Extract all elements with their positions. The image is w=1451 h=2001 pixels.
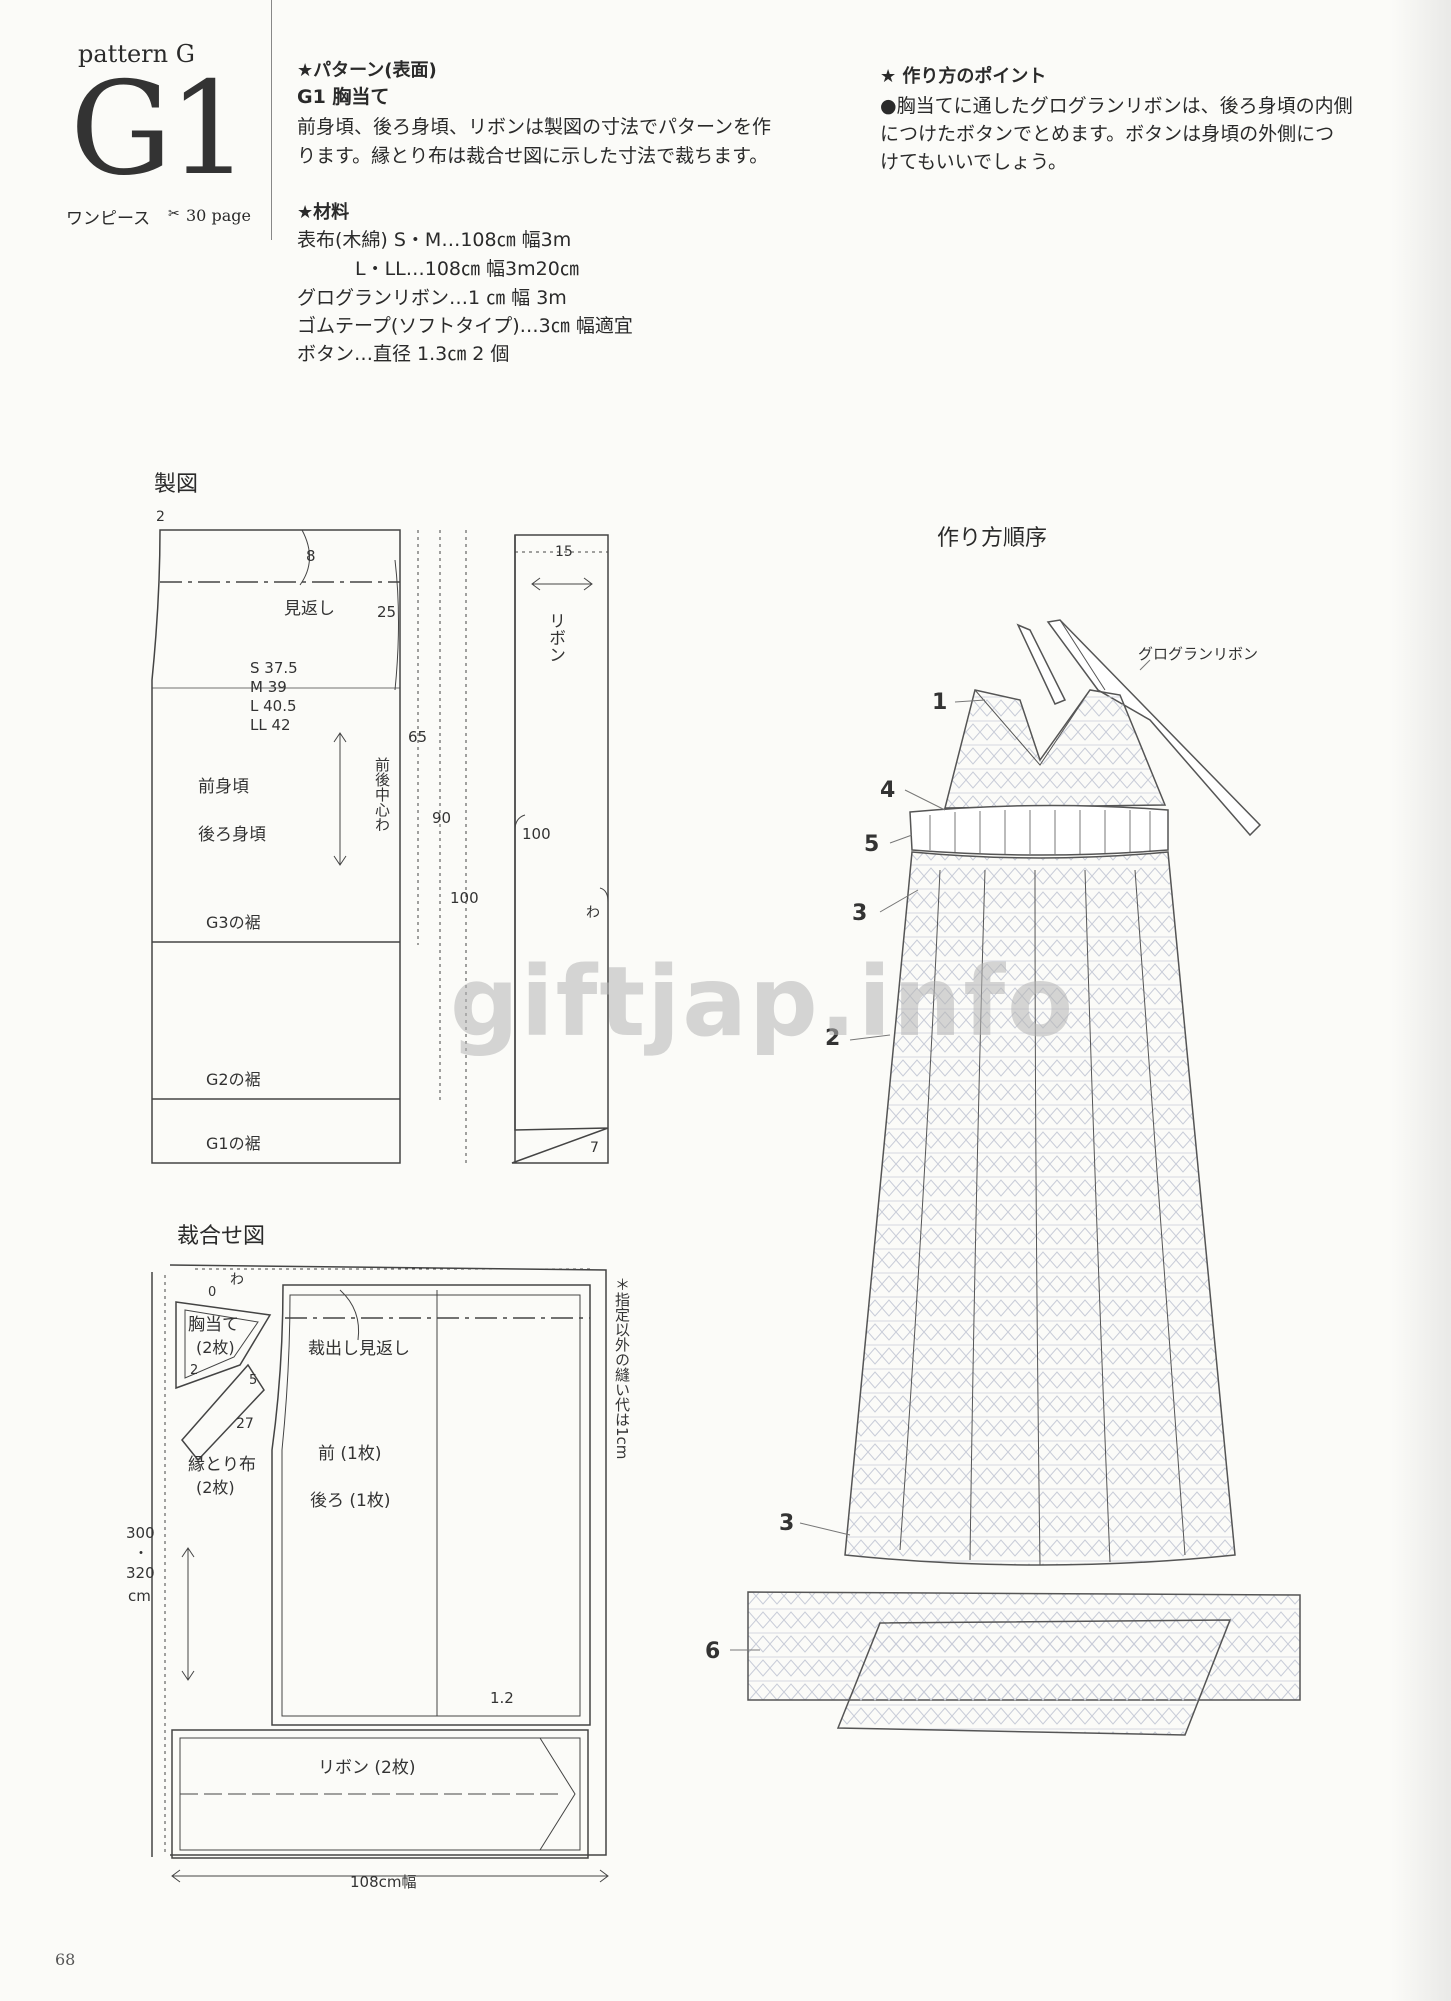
fabric-width-label: 108cm幅 [350, 1873, 417, 1891]
top-offset-label: 2 [156, 509, 165, 525]
materials-heading: ★材料 [297, 202, 350, 223]
cutting-title: 裁合せ図 [177, 1224, 266, 1249]
material-line: ゴムテープ(ソフトタイプ)…3㎝ 幅適宜 [297, 315, 633, 337]
hanger-icon: ✂ [168, 206, 180, 222]
ribbon-end-label: 7 [590, 1140, 599, 1156]
bib-label: 胸当て [188, 1315, 239, 1335]
size-m-label: M 39 [250, 678, 287, 696]
size-ll-label: LL 42 [250, 716, 291, 734]
length-dot: ・ [134, 1546, 148, 1562]
front-piece-label: 前 (1枚) [318, 1444, 381, 1464]
center-fold-label: 前後中心わ [373, 757, 391, 832]
len-65-label: 65 [408, 728, 427, 746]
pattern-text-2: ります。縁とり布は裁合せ図に示した寸法で裁ちます。 [297, 145, 769, 167]
facing-label: 見返し [284, 599, 335, 619]
bib-count-label: (2枚) [196, 1338, 235, 1357]
seam-note: ＊指定以外の縫い代は1cm [613, 1277, 631, 1459]
size-l-label: L 40.5 [250, 697, 297, 715]
pattern-heading: ★パターン(表面) [297, 60, 437, 81]
subtitle: ワンピース [66, 209, 151, 229]
step-2-label: 2 [825, 1026, 840, 1051]
steps-title: 作り方順序 [937, 526, 1048, 551]
page-edge-shadow [1391, 0, 1451, 2001]
ribbon-piece-label: リボン (2枚) [318, 1758, 415, 1778]
ribbon-label: リボン [545, 612, 565, 663]
step-3b-label: 3 [779, 1511, 794, 1536]
points-line: けてもいいでしょう。 [880, 151, 1067, 173]
points-line: ●胸当てに通したグログランリボンは、後ろ身頃の内側 [880, 95, 1353, 117]
grosgrain-ribbon-label: グログランリボン [1138, 645, 1258, 663]
watermark: giftjap.info [450, 946, 1076, 1058]
step-6-label: 6 [705, 1639, 720, 1664]
g1-hem-label: G1の裾 [206, 1134, 261, 1153]
header-divider [271, 0, 272, 240]
facing-depth-label: 25 [377, 603, 396, 621]
pattern-item: G1 胸当て [297, 86, 390, 108]
g3-hem-label: G3の裾 [206, 913, 261, 932]
pattern-text-1: 前身頃、後ろ身頃、リボンは製図の寸法でパターンを作 [297, 116, 772, 138]
curve-label: 8 [306, 547, 316, 565]
len-100-label: 100 [450, 889, 479, 907]
step-1-label: 1 [932, 690, 947, 715]
ribbon-width-label: 15 [555, 544, 573, 560]
pattern-label: pattern G [78, 40, 195, 68]
material-line: L・LL…108㎝ 幅3m20㎝ [355, 258, 579, 280]
g2-hem-label: G2の裾 [206, 1070, 261, 1089]
back-label: 後ろ身頃 [198, 825, 266, 845]
back-piece-label: 後ろ (1枚) [310, 1491, 390, 1511]
binding-five-label: 5 [249, 1373, 257, 1388]
points-heading: ★ 作り方のポイント [880, 66, 1047, 87]
step-3-label: 3 [852, 901, 867, 926]
material-line: ボタン…直径 1.3㎝ 2 個 [297, 343, 510, 365]
page-number: 68 [55, 1950, 76, 1969]
binding-length-label: 27 [236, 1416, 254, 1432]
bib-zero-label: 0 [208, 1285, 216, 1300]
length-a-label: 300 [126, 1524, 155, 1542]
pattern-code: G1 [70, 55, 250, 204]
length-unit-label: cm [128, 1587, 151, 1605]
front-label: 前身頃 [198, 777, 249, 797]
step-4-label: 4 [880, 778, 895, 803]
cut-facing-label: 裁出し見返し [308, 1339, 410, 1359]
drafting-title: 製図 [154, 472, 199, 497]
bib-two-label: 2 [190, 1363, 198, 1378]
material-line: 表布(木綿) S・M…108㎝ 幅3m [297, 229, 572, 251]
page-ref: 30 page [186, 206, 251, 225]
points-line: につけたボタンでとめます。ボタンは身頃の外側につ [880, 123, 1335, 145]
fold-mark: わ [230, 1272, 244, 1288]
margin-label: 1.2 [490, 1689, 514, 1707]
len-90-label: 90 [432, 809, 451, 827]
ribbon-fold-label: わ [586, 905, 600, 921]
step-5-label: 5 [864, 832, 879, 857]
material-line: グログランリボン…1 ㎝ 幅 3m [297, 287, 567, 309]
binding-count-label: (2枚) [196, 1478, 235, 1497]
size-s-label: S 37.5 [250, 659, 298, 677]
binding-label: 縁とり布 [188, 1455, 256, 1475]
length-b-label: 320 [126, 1564, 155, 1582]
ribbon-length-label: 100 [522, 825, 551, 843]
